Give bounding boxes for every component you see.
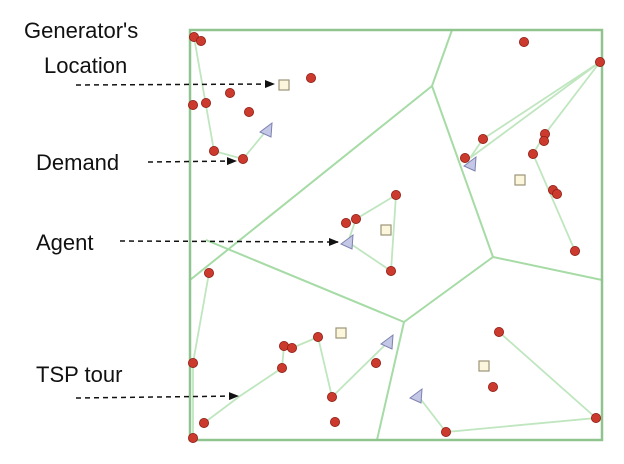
region-border (188, 28, 604, 442)
demand-marker (350, 213, 361, 224)
label-generator-line2: Location (44, 53, 127, 78)
arrow-demand (147, 157, 237, 166)
generator-marker (278, 79, 290, 91)
demand-marker (528, 148, 539, 159)
agents (259, 121, 477, 404)
tsp-tour-path (418, 331, 599, 433)
agent-marker (259, 121, 273, 138)
demand-marker (539, 135, 550, 146)
demand-marker (208, 145, 219, 156)
agent-marker (380, 333, 394, 350)
demand-marker (326, 391, 337, 402)
arrow-agent (119, 237, 339, 246)
demand-marker (459, 152, 470, 163)
demand-marker (312, 331, 323, 342)
demand-marker (519, 37, 530, 48)
demand-marker (237, 153, 248, 164)
agent-marker (409, 387, 423, 404)
demand-marker (591, 412, 602, 423)
label-tsp-tour: TSP tour (36, 362, 122, 387)
demand-marker (203, 267, 214, 278)
label-demand: Demand (36, 150, 119, 175)
demand-marker (276, 362, 287, 373)
tsp-tour-path (192, 272, 210, 438)
generator-locations (278, 79, 526, 372)
agent-marker (463, 155, 477, 172)
demand-marker (552, 188, 563, 199)
demand-marker (487, 381, 498, 392)
demand-marker (187, 100, 198, 111)
demand-marker (570, 245, 581, 256)
voronoi-edge (403, 256, 494, 323)
demand-marker (385, 265, 396, 276)
demand-marker (243, 107, 254, 118)
generator-marker (478, 360, 490, 372)
demand-marker (198, 417, 209, 428)
agent-marker (340, 233, 354, 250)
generator-marker (380, 224, 392, 236)
demand-marker (370, 357, 381, 368)
arrow-tsp-tour (75, 392, 239, 401)
label-generator-line1: Generator's (24, 18, 138, 43)
demand-marker (224, 88, 235, 99)
demand-marker (595, 57, 606, 68)
demand-marker (440, 426, 451, 437)
demand-marker (187, 432, 198, 443)
arrow-generator (75, 80, 275, 89)
demand-marker (390, 189, 401, 200)
voronoi-edge (431, 85, 494, 258)
demand-marker (477, 133, 488, 144)
demand-marker (305, 73, 316, 84)
voronoi-edge (205, 239, 405, 323)
demand-marker (200, 98, 211, 109)
voronoi-edge (376, 321, 405, 441)
label-agent: Agent (36, 230, 94, 255)
voronoi-edge (492, 256, 603, 281)
demand-marker (286, 342, 297, 353)
generator-marker (514, 174, 526, 186)
demand-marker (493, 326, 504, 337)
generator-marker (335, 327, 347, 339)
demand-marker (187, 357, 198, 368)
demand-points (187, 32, 606, 443)
tsp-tours (192, 36, 601, 438)
demand-marker (329, 416, 340, 427)
voronoi-edge (431, 29, 453, 87)
tsp-tour-path (193, 36, 267, 161)
voronoi-edge (189, 85, 433, 281)
demand-marker (340, 217, 351, 228)
demand-marker (195, 36, 206, 47)
voronoi-edges (189, 29, 603, 441)
